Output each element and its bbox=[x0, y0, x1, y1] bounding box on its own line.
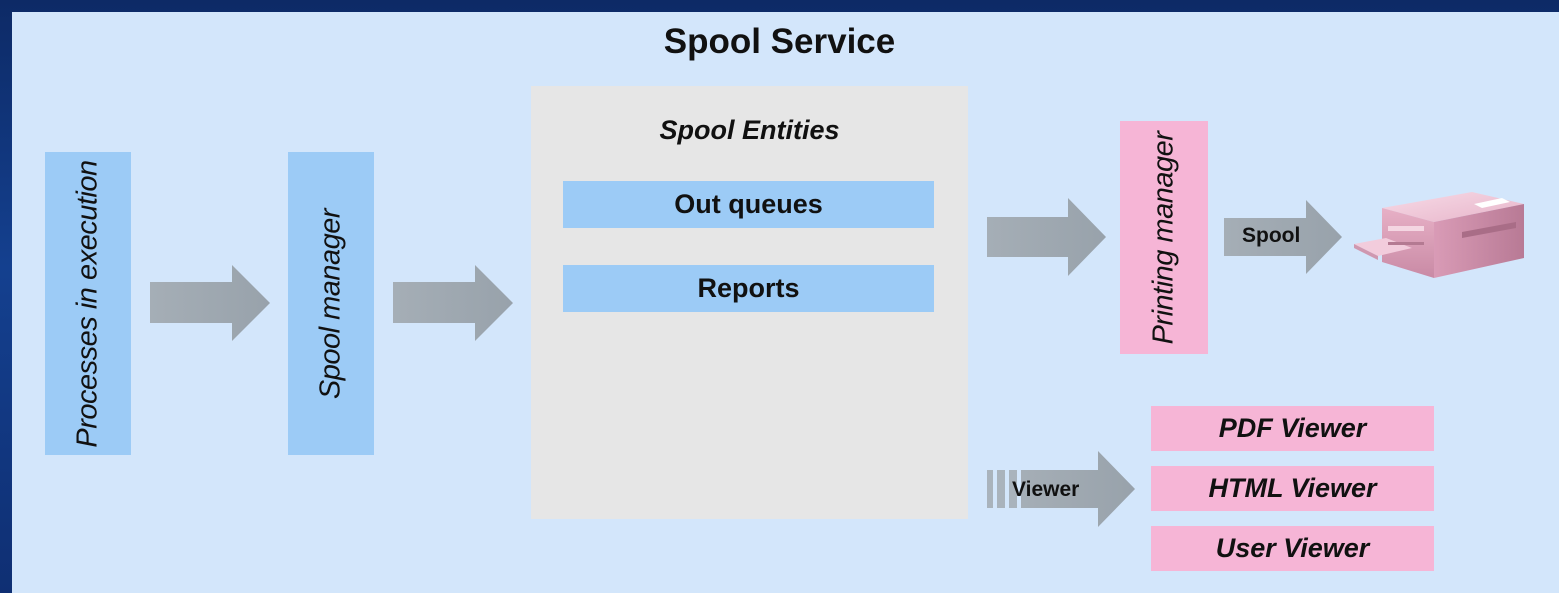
arrow-entities-to-printing bbox=[987, 198, 1106, 276]
html-viewer-box: HTML Viewer bbox=[1151, 466, 1434, 511]
printing-manager-box: Printing manager bbox=[1120, 121, 1208, 354]
spool-entities-title: Spool Entities bbox=[659, 114, 840, 145]
reports-box: Reports bbox=[563, 265, 934, 312]
spool-manager-box: Spool manager bbox=[288, 152, 374, 455]
pdf-viewer-box: PDF Viewer bbox=[1151, 406, 1434, 451]
arrow-manager-to-entities bbox=[393, 265, 513, 341]
arrow-viewer bbox=[987, 451, 1135, 527]
spool-arrow-label: Spool bbox=[1242, 224, 1301, 247]
printer-icon bbox=[1354, 192, 1524, 278]
viewer-arrow-label: Viewer bbox=[1012, 478, 1080, 501]
user-viewer-box: User Viewer bbox=[1151, 526, 1434, 571]
diagram-title: Spool Service bbox=[663, 22, 896, 61]
processes-box: Processes in execution bbox=[45, 152, 131, 455]
out-queues-box: Out queues bbox=[563, 181, 934, 228]
arrow-processes-to-manager bbox=[150, 265, 270, 341]
arrow-spool bbox=[1224, 200, 1342, 274]
